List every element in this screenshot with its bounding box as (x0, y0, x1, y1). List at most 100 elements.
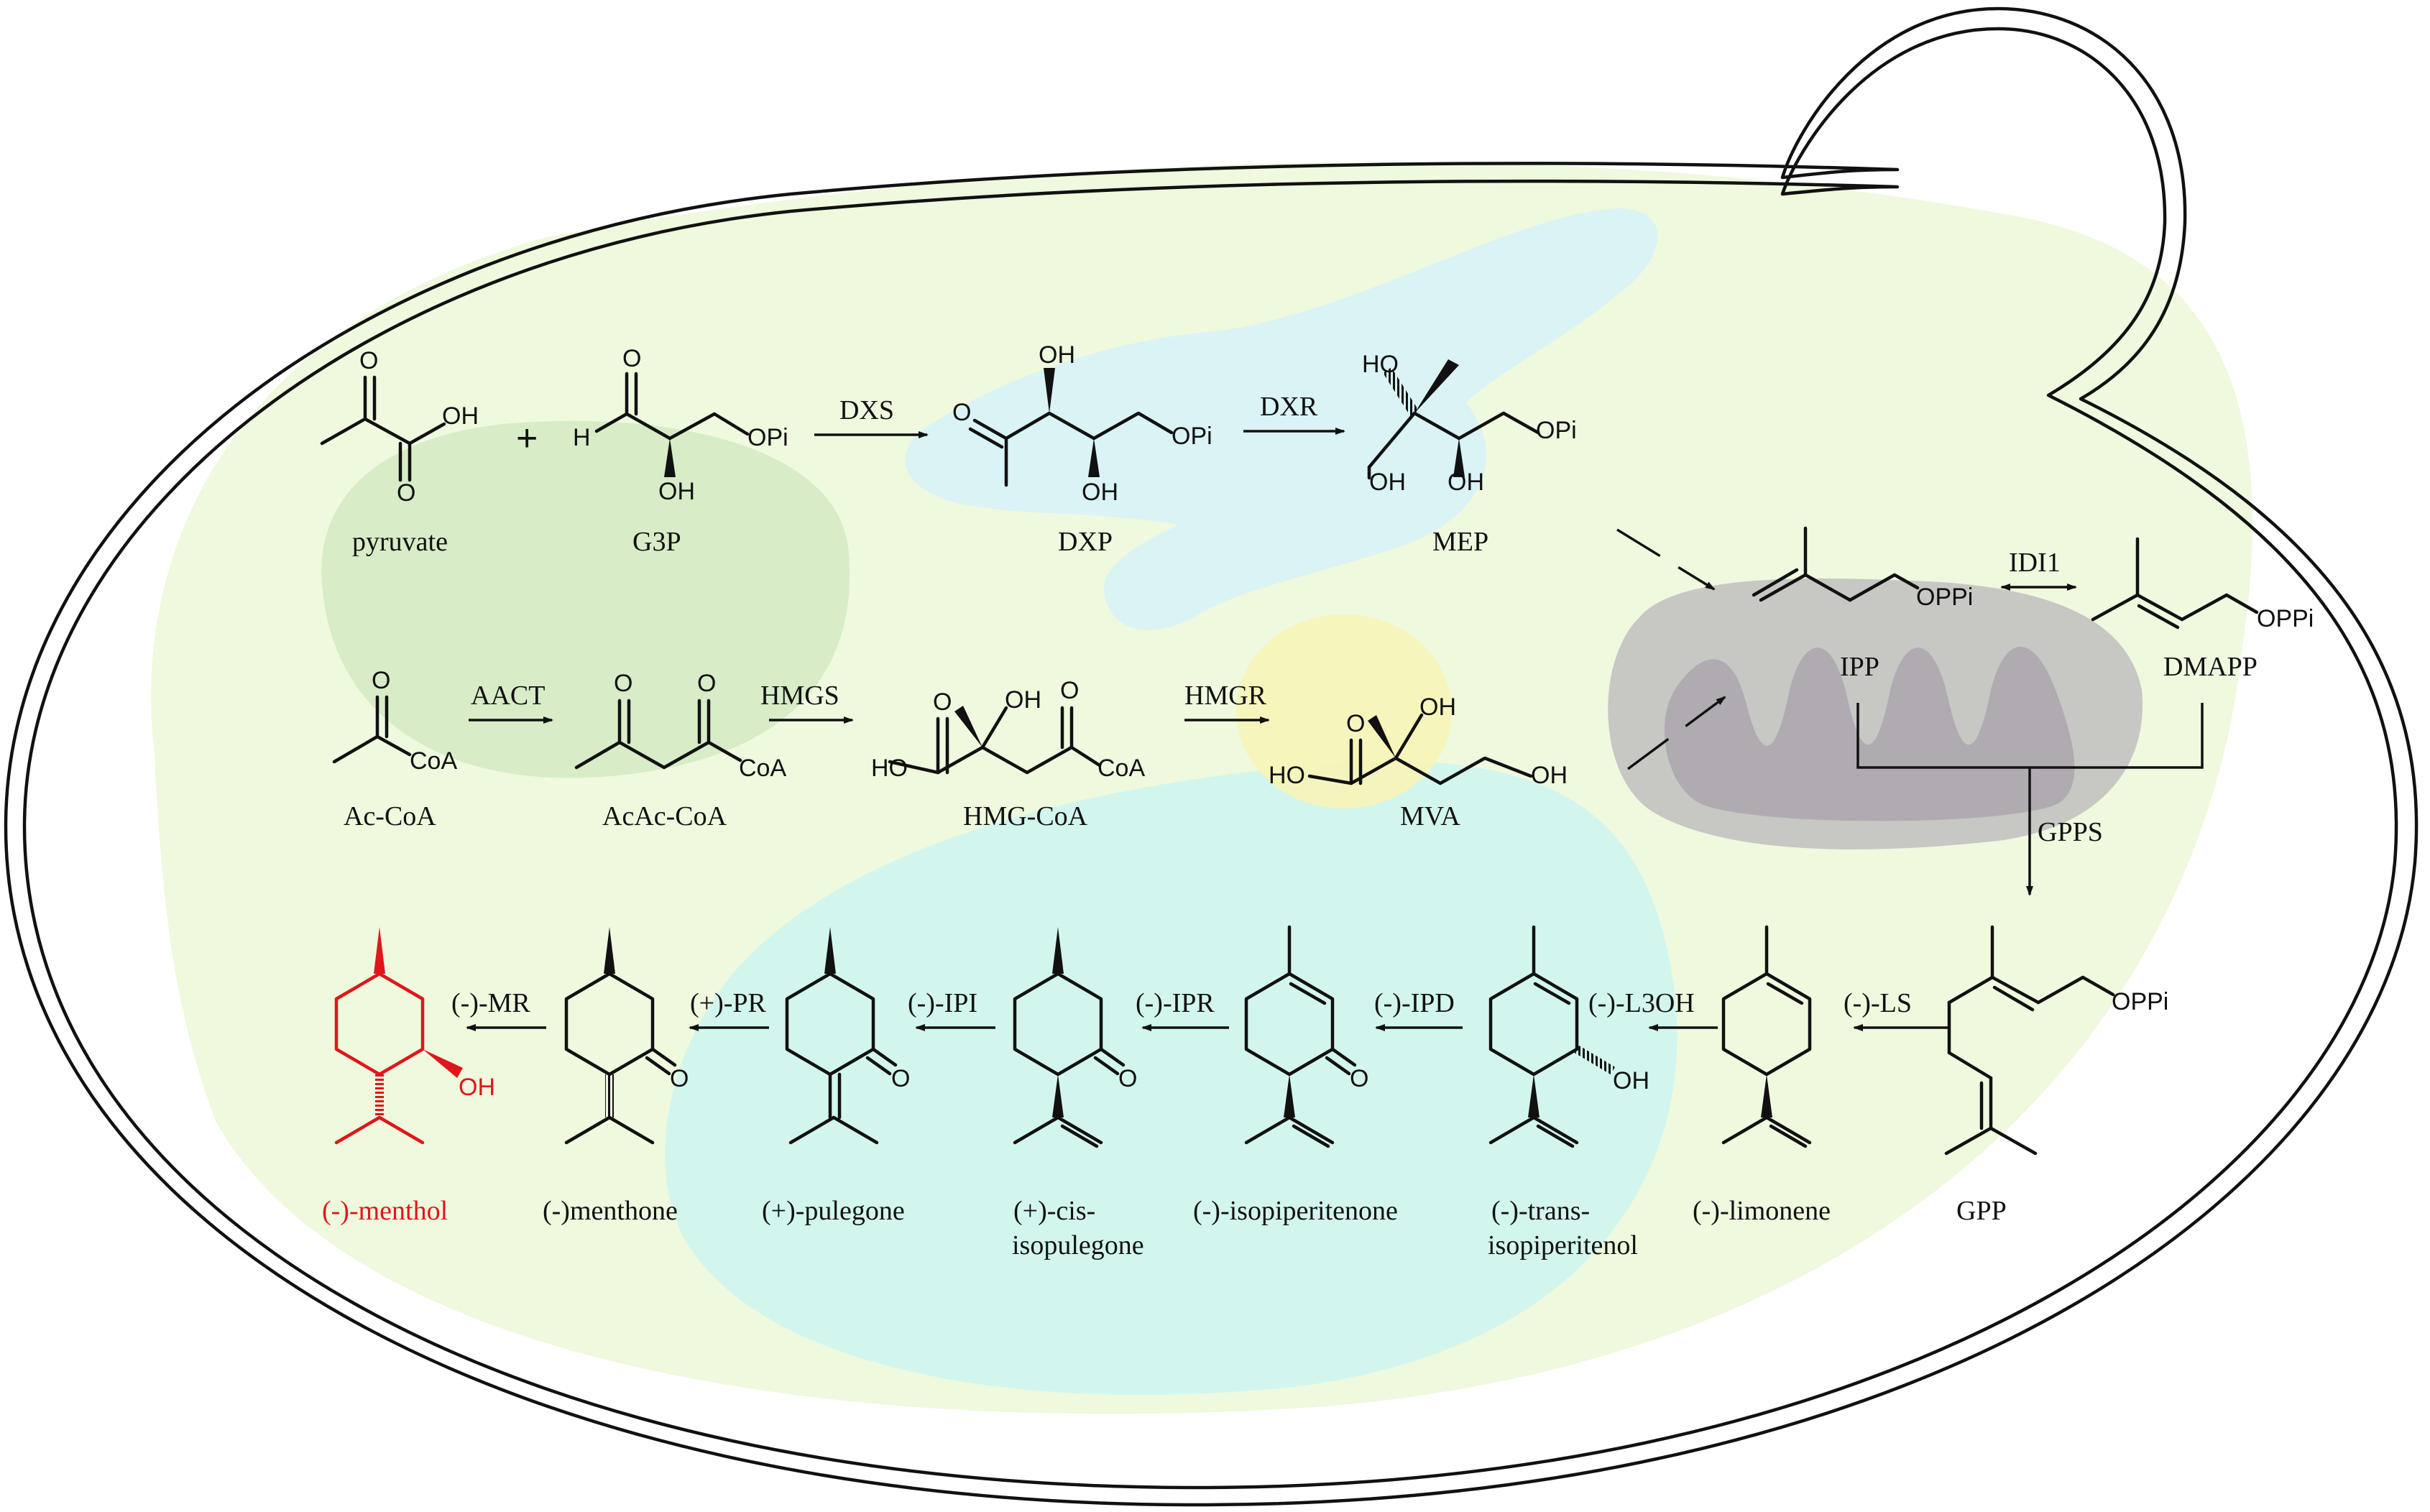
atom-h: H (573, 424, 591, 451)
cell-wall (4, 6, 2419, 1507)
compound-label-pulegone: (+)-pulegone (762, 1196, 905, 1226)
atom-oh: OH (1419, 693, 1456, 721)
atom-o: O (614, 670, 632, 697)
dashed-arrow-mva-to-ipp (1626, 696, 1726, 770)
trans-isopiperitenol-structure: OH (1488, 925, 1649, 1148)
compound-label-ac-coa: Ac-CoA (344, 801, 436, 831)
enzyme-label-gpps: GPPS (2038, 817, 2103, 847)
atom-oppi: OPPi (1916, 584, 1973, 611)
atom-o: O (359, 347, 378, 374)
compound-label-g3p: G3P (632, 527, 681, 557)
atom-oppi: OPPi (2257, 605, 2314, 632)
compound-label-cis-isopulegone-2: isopulegone (1012, 1230, 1144, 1260)
compound-label-gpp: GPP (1956, 1196, 2007, 1226)
enzyme-label-pr: (+)-PR (690, 988, 767, 1018)
compound-label-limonene: (-)-limonene (1693, 1196, 1831, 1226)
compound-label-trans-isopiperitenol-2: isopiperitenol (1488, 1230, 1638, 1260)
atom-opi: OPi (1172, 423, 1212, 450)
enzyme-label-l3oh: (-)-L3OH (1588, 988, 1695, 1018)
enzyme-label-aact: AACT (471, 681, 545, 711)
atom-ho: HO (1362, 351, 1399, 378)
plus-sign: + (516, 418, 538, 459)
atom-coa: CoA (739, 755, 786, 782)
er-region (321, 420, 850, 778)
compound-label-pyruvate: pyruvate (352, 527, 448, 557)
compound-label-dmapp: DMAPP (2163, 652, 2258, 682)
enzyme-label-ls: (-)-LS (1844, 988, 1912, 1018)
atom-coa: CoA (410, 747, 457, 775)
atom-o: O (891, 1065, 910, 1092)
mva-structure: O OH HO OH (1269, 693, 1568, 789)
compound-label-menthone: (-)menthone (543, 1196, 678, 1226)
atom-o: O (670, 1065, 689, 1092)
atom-oh: OH (1448, 469, 1484, 496)
g3p-structure: H O OH OPi (573, 345, 788, 505)
isopiperitenone-structure: O (1244, 925, 1368, 1148)
cell-background (151, 162, 2252, 1414)
pyruvate-structure: O OH O (320, 347, 479, 507)
atom-o: O (372, 667, 390, 694)
atom-coa: CoA (1097, 755, 1145, 782)
menthone-structure: O (564, 927, 689, 1145)
acac-coa-structure: O O CoA (574, 670, 786, 782)
atom-ho: HO (1269, 762, 1305, 789)
enzyme-label-ipi: (-)-IPI (908, 988, 977, 1018)
atom-o: O (1350, 1065, 1368, 1092)
menthol-structure: OH (334, 927, 495, 1145)
golgi-region (905, 208, 1658, 630)
compound-label-ipp: IPP (1840, 652, 1879, 682)
atom-oh: OH (1369, 469, 1406, 496)
compound-label-dxp: DXP (1058, 527, 1113, 557)
pulegone-structure: O (785, 927, 910, 1145)
ac-coa-structure: O CoA (332, 667, 457, 775)
atom-ho: HO (871, 755, 908, 782)
dxp-structure: O OH OH OPi (952, 341, 1212, 506)
atom-oppi: OPPi (2112, 988, 2168, 1015)
compound-label-hmg-coa: HMG-CoA (963, 801, 1088, 831)
atom-o: O (1060, 677, 1079, 704)
atom-o: O (1118, 1065, 1137, 1092)
atom-o: O (1346, 710, 1365, 737)
limonene-structure (1721, 925, 1812, 1148)
atom-o: O (952, 399, 971, 426)
compound-label-isopiperitenone: (-)-isopiperitenone (1193, 1196, 1398, 1226)
gpp-structure: OPPi (1944, 925, 2168, 1156)
enzyme-label-ipr: (-)-IPR (1136, 988, 1215, 1018)
dashed-arrow-mep-to-ipp (1616, 528, 1716, 591)
enzyme-label-dxs: DXS (839, 395, 894, 425)
cis-isopulegone-structure: O (1013, 927, 1137, 1148)
atom-o: O (933, 688, 952, 716)
atom-o: O (397, 479, 415, 507)
enzyme-label-mr: (-)-MR (451, 988, 530, 1018)
atom-oh: OH (442, 402, 479, 430)
nucleus-region (665, 761, 1677, 1395)
atom-oh: OH (1082, 479, 1118, 506)
mep-structure: HO OH OH OPi (1362, 351, 1577, 496)
enzyme-label-hmgs: HMGS (760, 681, 839, 711)
compound-label-menthol: (-)-menthol (322, 1196, 448, 1226)
atom-oh: OH (459, 1074, 495, 1101)
compound-label-trans-isopiperitenol-1: (-)-trans- (1491, 1196, 1590, 1226)
compound-label-mep: MEP (1432, 527, 1488, 557)
compound-label-cis-isopulegone-1: (+)-cis- (1013, 1196, 1095, 1226)
enzyme-label-ipd: (-)-IPD (1374, 988, 1455, 1018)
enzyme-label-hmgr: HMGR (1184, 681, 1267, 711)
hmg-coa-structure: O OH O HO CoA (871, 677, 1145, 782)
compound-label-mva: MVA (1400, 801, 1460, 831)
ipp-structure: OPPi (1752, 526, 1973, 611)
atom-oh: OH (1005, 686, 1041, 714)
atom-oh: OH (1613, 1067, 1649, 1094)
atom-oh: OH (658, 478, 695, 505)
atom-o: O (622, 345, 641, 372)
mitochondrion-cristae (1664, 647, 2075, 821)
atom-opi: OPi (747, 424, 788, 451)
enzyme-label-idi1: IDI1 (2009, 548, 2061, 578)
atom-oh: OH (1039, 341, 1075, 369)
enzyme-label-dxr: DXR (1260, 392, 1318, 422)
dmapp-structure: OPPi (2091, 537, 2314, 632)
atom-opi: OPi (1536, 417, 1577, 444)
atom-oh: OH (1531, 762, 1568, 789)
atom-o: O (697, 670, 716, 697)
